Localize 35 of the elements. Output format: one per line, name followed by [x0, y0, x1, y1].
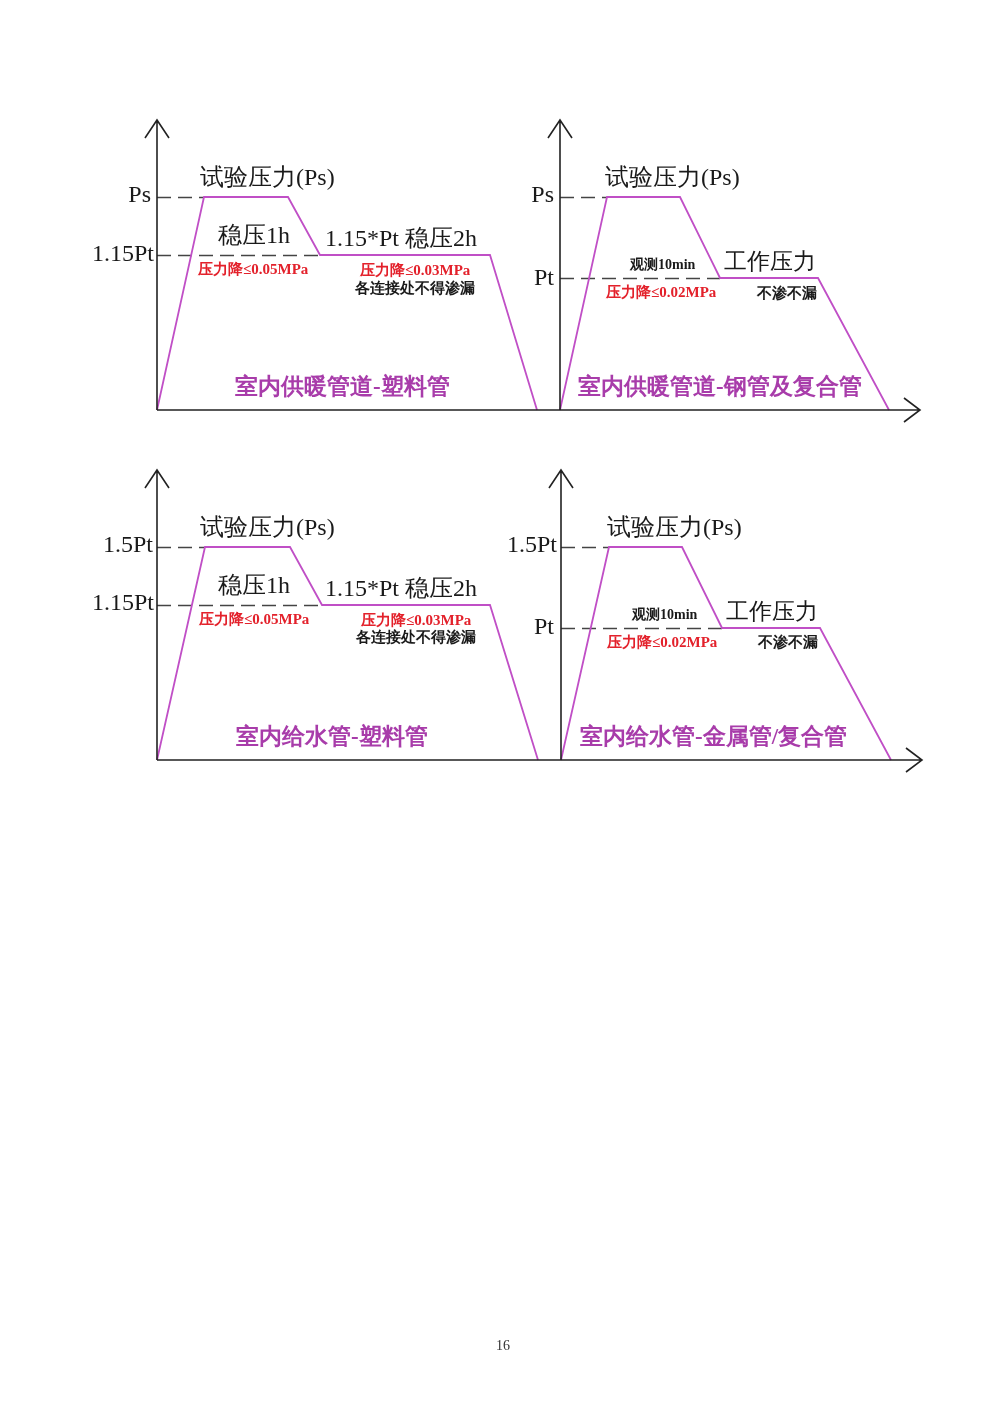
chart-title: 室内给水管-金属管/复合管 — [580, 723, 848, 751]
hold-time-label: 稳压1h — [218, 222, 290, 250]
observation-time-label: 观测10min — [630, 256, 696, 274]
leak-requirement-note: 各连接处不得渗漏 — [356, 629, 476, 647]
axis-tick-label: Pt — [534, 264, 554, 292]
pressure-drop-note: 压力降≤0.03MPa — [360, 262, 471, 280]
pressure-drop-note: 压力降≤0.02MPa — [607, 634, 718, 652]
leak-requirement-note: 不渗不漏 — [758, 634, 818, 652]
axis-tick-label: 1.15Pt — [92, 240, 154, 268]
chart-title: 室内供暖管道-塑料管 — [235, 373, 450, 401]
stage-label: 试验压力(Ps) — [607, 514, 742, 542]
stage-label: 工作压力 — [726, 598, 818, 626]
stage-label: 试验压力(Ps) — [200, 514, 335, 542]
hold-time-label: 1.15*Pt 稳压2h — [325, 575, 477, 603]
page-number: 16 — [496, 1337, 510, 1355]
pressure-drop-note: 压力降≤0.05MPa — [198, 261, 309, 279]
axis-tick-label: Pt — [534, 613, 554, 641]
stage-label: 试验压力(Ps) — [605, 164, 740, 192]
axis-tick-label: 1.5Pt — [103, 531, 153, 559]
pressure-drop-note: 压力降≤0.02MPa — [606, 284, 717, 302]
hold-time-label: 1.15*Pt 稳压2h — [325, 225, 477, 253]
axis-tick-label: 1.15Pt — [92, 589, 154, 617]
stage-label: 工作压力 — [724, 248, 816, 276]
leak-requirement-note: 各连接处不得渗漏 — [355, 280, 475, 298]
axis-tick-label: 1.5Pt — [507, 531, 557, 559]
leak-requirement-note: 不渗不漏 — [757, 285, 817, 303]
observation-time-label: 观测10min — [632, 606, 698, 624]
chart-title: 室内供暖管道-钢管及复合管 — [578, 373, 862, 401]
axis-tick-label: Ps — [128, 181, 151, 209]
pressure-drop-note: 压力降≤0.05MPa — [199, 611, 310, 629]
axis-tick-label: Ps — [531, 181, 554, 209]
chart-title: 室内给水管-塑料管 — [236, 723, 428, 751]
pressure-drop-note: 压力降≤0.03MPa — [361, 612, 472, 629]
hold-time-label: 稳压1h — [218, 572, 290, 600]
stage-label: 试验压力(Ps) — [200, 164, 335, 192]
